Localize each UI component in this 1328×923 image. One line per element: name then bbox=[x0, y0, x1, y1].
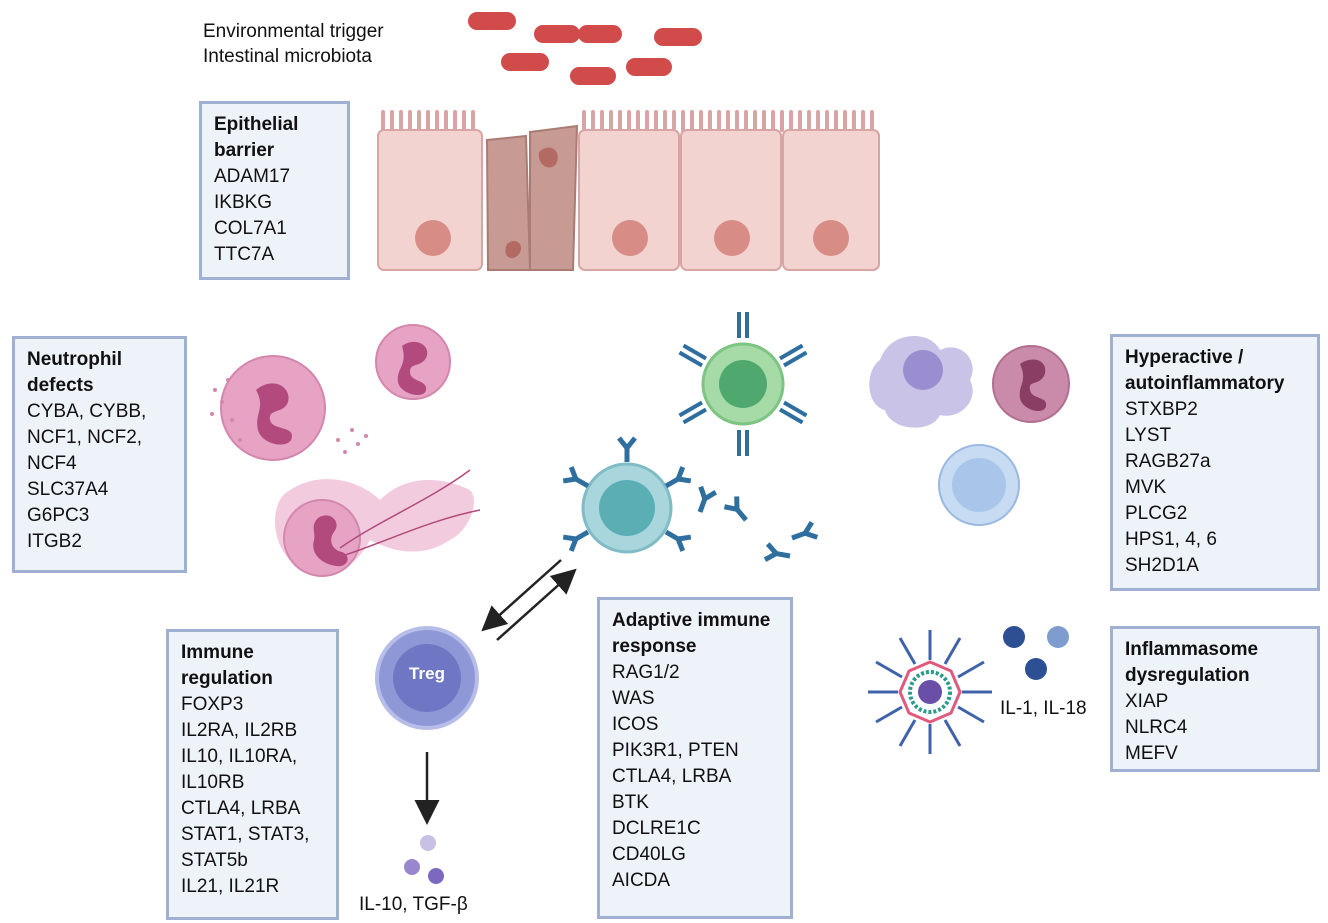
gene-item: IL10, IL10RA, bbox=[181, 746, 298, 767]
gene-item: ICOS bbox=[612, 714, 659, 735]
bacterium-icon bbox=[534, 25, 580, 43]
immune-regulation-box: Immune regulation FOXP3 IL2RA, IL2RB IL1… bbox=[166, 629, 339, 920]
gene-item: CTLA4, LRBA bbox=[181, 798, 301, 819]
eosinophil-cell bbox=[992, 345, 1070, 423]
gene-item: HPS1, 4, 6 bbox=[1125, 529, 1217, 550]
hyperactive-autoinflammatory-box: Hyperactive / autoinflammatory STXBP2 LY… bbox=[1110, 334, 1320, 591]
gene-list: CYBA, CYBB, NCF1, NCF2, NCF4 SLC37A4 G6P… bbox=[27, 399, 174, 555]
gene-item: STXBP2 bbox=[1125, 399, 1198, 420]
gene-item: TTC7A bbox=[214, 244, 275, 265]
epithelium-illustration bbox=[377, 110, 880, 271]
bacterium-icon bbox=[578, 25, 622, 43]
epithelial-barrier-box: Epithelial barrier ADAM17 IKBKG COL7A1 T… bbox=[199, 101, 350, 280]
lymphocyte-cell bbox=[938, 444, 1020, 526]
gene-item: RAGB27a bbox=[1125, 451, 1211, 472]
gene-item: FOXP3 bbox=[181, 694, 244, 715]
gene-item: STAT5b bbox=[181, 850, 248, 871]
bacterium-icon bbox=[468, 12, 516, 30]
gene-item: SH2D1A bbox=[1125, 555, 1199, 576]
box-title: Hyperactive / autoinflammatory bbox=[1125, 347, 1285, 394]
gene-item: IL21, IL21R bbox=[181, 876, 280, 897]
bacterium-icon bbox=[501, 53, 549, 71]
macrophage-cell bbox=[869, 336, 973, 428]
arrow-to-treg bbox=[481, 559, 562, 632]
box-title: Adaptive immune response bbox=[612, 610, 771, 657]
plasma-cell bbox=[677, 310, 809, 458]
bacterium-icon bbox=[626, 58, 672, 76]
gene-item: CD40LG bbox=[612, 844, 686, 865]
gene-item: NCF4 bbox=[27, 453, 77, 474]
gene-item: XIAP bbox=[1125, 691, 1169, 712]
gene-item: IKBKG bbox=[214, 192, 273, 213]
top-label-microbiota: Intestinal microbiota bbox=[203, 46, 372, 67]
gene-list: ADAM17 IKBKG COL7A1 TTC7A bbox=[214, 164, 337, 268]
treg-cytokine-granules bbox=[404, 835, 444, 884]
gene-item: RAG1/2 bbox=[612, 662, 680, 683]
gene-item: ADAM17 bbox=[214, 166, 291, 187]
box-title: Neutrophil defects bbox=[27, 349, 122, 396]
gene-item: IL2RA, IL2RB bbox=[181, 720, 298, 741]
treg-cell bbox=[375, 626, 479, 730]
gene-item: CYBA, CYBB, bbox=[27, 401, 147, 422]
inflammasome-cytokines-label: IL-1, IL-18 bbox=[1000, 698, 1087, 719]
gene-item: NCF1, NCF2, bbox=[27, 427, 143, 448]
gene-item: G6PC3 bbox=[27, 505, 90, 526]
treg-cytokines-label: IL-10, TGF-β bbox=[359, 894, 468, 915]
gene-item: MVK bbox=[1125, 477, 1167, 498]
gene-item: SLC37A4 bbox=[27, 479, 109, 500]
bacterium-icon bbox=[570, 67, 616, 85]
gene-list: XIAP NLRC4 MEFV bbox=[1125, 689, 1307, 767]
gene-item: BTK bbox=[612, 792, 649, 813]
inflammasome-icon bbox=[868, 630, 992, 754]
il1-il18-granules bbox=[1003, 626, 1069, 680]
gene-item: PIK3R1, PTEN bbox=[612, 740, 739, 761]
gene-item: IL10RB bbox=[181, 772, 245, 793]
neutrophil-cells bbox=[210, 324, 481, 577]
box-title: Epithelial barrier bbox=[214, 114, 299, 161]
treg-label: Treg bbox=[409, 664, 445, 683]
adaptive-immune-response-box: Adaptive immune response RAG1/2 WAS ICOS… bbox=[597, 597, 793, 919]
gene-item: COL7A1 bbox=[214, 218, 287, 239]
box-title: Immune regulation bbox=[181, 642, 273, 689]
top-label-environmental: Environmental trigger bbox=[203, 21, 384, 42]
free-antibodies bbox=[692, 487, 817, 564]
gene-list: FOXP3 IL2RA, IL2RB IL10, IL10RA, IL10RB … bbox=[181, 692, 326, 900]
bacterium-icon bbox=[654, 28, 702, 46]
b-cell bbox=[563, 438, 691, 554]
gene-item: NLRC4 bbox=[1125, 717, 1188, 738]
gene-item: STAT1, STAT3, bbox=[181, 824, 310, 845]
box-title: Inflammasome dysregulation bbox=[1125, 639, 1259, 686]
neutrophil-defects-box: Neutrophil defects CYBA, CYBB, NCF1, NCF… bbox=[12, 336, 187, 573]
gene-item: DCLRE1C bbox=[612, 818, 701, 839]
gene-item: CTLA4, LRBA bbox=[612, 766, 732, 787]
gene-item: AICDA bbox=[612, 870, 671, 891]
inflammasome-dysregulation-box: Inflammasome dysregulation XIAP NLRC4 ME… bbox=[1110, 626, 1320, 772]
gene-item: PLCG2 bbox=[1125, 503, 1188, 524]
gene-list: STXBP2 LYST RAGB27a MVK PLCG2 HPS1, 4, 6… bbox=[1125, 397, 1307, 579]
gene-item: ITGB2 bbox=[27, 531, 82, 552]
arrow-from-treg bbox=[496, 568, 577, 641]
bacteria-group bbox=[468, 12, 702, 85]
gene-item: WAS bbox=[612, 688, 655, 709]
gene-item: LYST bbox=[1125, 425, 1172, 446]
gene-list: RAG1/2 WAS ICOS PIK3R1, PTEN CTLA4, LRBA… bbox=[612, 660, 780, 894]
gene-item: MEFV bbox=[1125, 743, 1178, 764]
